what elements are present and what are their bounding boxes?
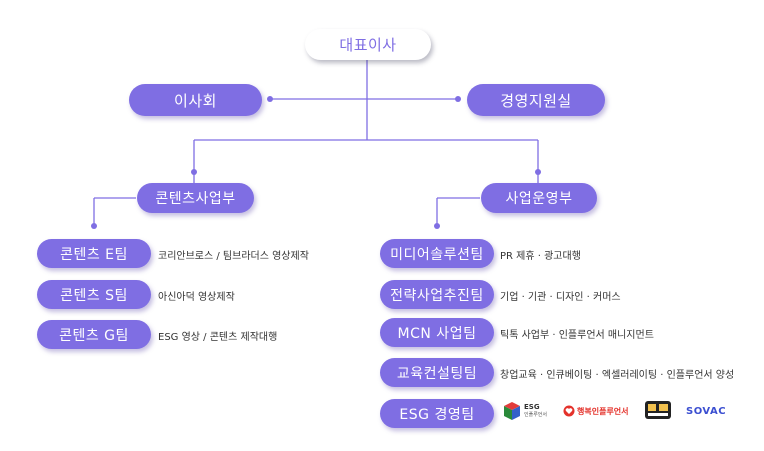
education-team-desc: 창업교육 · 인큐베이팅 · 엑셀러레이팅 · 인플루언서 양성 <box>500 370 735 381</box>
character-logo <box>643 398 673 422</box>
esg-logo-sub: 인플루언서 <box>524 412 548 418</box>
media-solution-team: 미디어솔루션팀 <box>380 239 494 268</box>
esg-team: ESG 경영팀 <box>380 399 494 428</box>
content-team-g: 콘텐츠 G팀 <box>37 320 151 349</box>
happy-influencer-logo-text: 행복인플루언서 <box>577 406 629 416</box>
sovac-logo: SOVAC <box>686 406 726 417</box>
content-team-s: 콘텐츠 S팀 <box>37 280 151 309</box>
media-solution-team-desc: PR 제휴 · 광고대행 <box>500 251 581 262</box>
content-team-e-desc: 코리안브로스 / 팀브라더스 영상제작 <box>158 251 309 262</box>
mcn-team-desc: 틱톡 사업부 · 인플루언서 매니지먼트 <box>500 330 654 341</box>
content-team-s-desc: 아신아덕 영상제작 <box>158 292 235 303</box>
content-team-e: 콘텐츠 E팀 <box>37 239 151 268</box>
esg-influencer-logo: ESG 인플루언서 <box>503 401 547 421</box>
heart-badge-icon <box>563 405 575 417</box>
happy-influencer-logo: 행복인플루언서 <box>563 405 629 417</box>
strategy-team: 전략사업추진팀 <box>380 280 494 309</box>
mcn-team: MCN 사업팀 <box>380 318 494 347</box>
board-box: 이사회 <box>129 84 262 116</box>
support-office-box: 경영지원실 <box>467 84 605 116</box>
esg-logo-title: ESG <box>524 403 540 411</box>
sovac-logo-text: SOVAC <box>686 406 727 417</box>
business-division-box: 사업운영부 <box>481 183 597 213</box>
character-emblem-icon <box>645 401 671 419</box>
content-team-g-desc: ESG 영상 / 콘텐츠 제작대행 <box>158 332 278 343</box>
strategy-team-desc: 기업 · 기관 · 디자인 · 커머스 <box>500 292 621 303</box>
esg-cube-icon <box>504 402 520 420</box>
education-team: 교육컨설팅팀 <box>380 358 494 387</box>
ceo-box: 대표이사 <box>305 29 431 60</box>
content-division-box: 콘텐츠사업부 <box>137 183 254 213</box>
